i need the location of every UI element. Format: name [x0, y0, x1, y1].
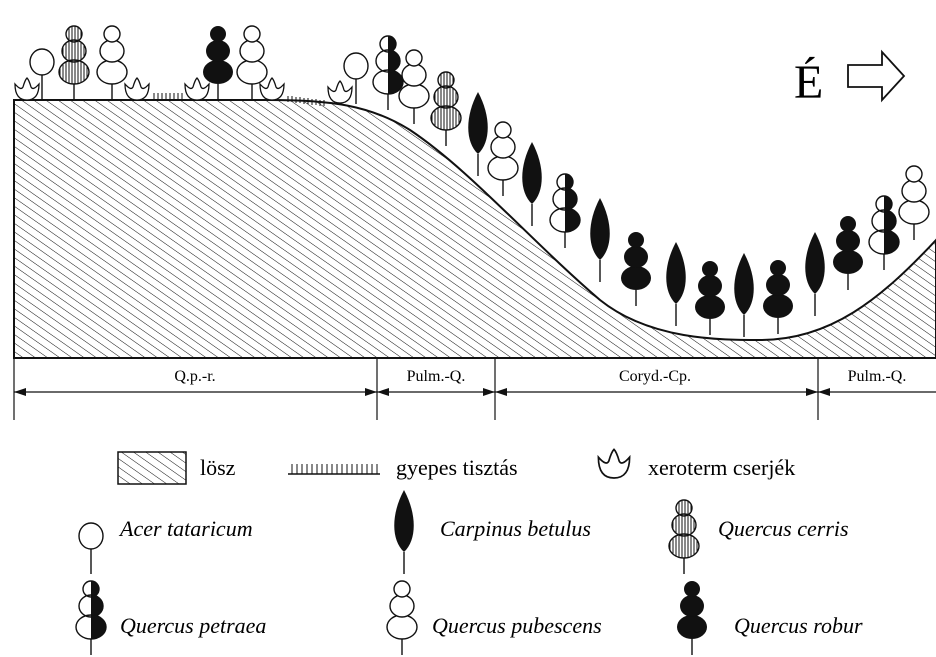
pubescens-tree: [398, 49, 430, 125]
legend-species-label: Quercus cerris: [718, 516, 849, 541]
shrub-icon: [597, 448, 631, 479]
carpinus-tree: [589, 197, 611, 283]
petraea-tree: [869, 196, 899, 270]
carpinus-tree: [804, 231, 826, 317]
pubescens-tree: [96, 25, 128, 101]
legend-species-label: Quercus pubescens: [432, 613, 602, 638]
hatched-box-icon: [117, 451, 187, 485]
grass-line-icon: [288, 464, 380, 475]
xerotherm-shrub: [259, 77, 285, 101]
legend-species-label: Quercus robur: [734, 613, 863, 638]
zone-label: Coryd.-Cp.: [619, 368, 691, 385]
cerris-tree-icon: [668, 499, 700, 575]
legend-species-label: Carpinus betulus: [440, 516, 591, 541]
xerotherm-shrub: [327, 80, 353, 104]
legend-species-label: Acer tataricum: [118, 516, 253, 541]
robur-tree: [620, 231, 652, 307]
grassland-clearing-marks: [152, 93, 325, 106]
pubescens-tree: [487, 121, 519, 197]
legend-grassland-label: gyepes tisztás: [396, 455, 518, 480]
robur-tree-icon: [676, 580, 708, 656]
north-indicator: É: [794, 49, 906, 109]
zone-label: Pulm.-Q.: [407, 368, 466, 385]
xerotherm-shrub: [184, 77, 210, 101]
robur-tree: [762, 259, 794, 335]
xerotherm-shrub: [124, 77, 150, 101]
petraea-tree-icon: [76, 581, 106, 655]
legend: lösz gyepes tisztás xeroterm cserjék Ace…: [76, 448, 863, 656]
xerotherm-shrub: [14, 77, 40, 101]
arrow-right-icon: [847, 49, 906, 103]
petraea-tree: [550, 174, 580, 248]
north-letter: É: [794, 56, 823, 109]
legend-loess-label: lösz: [200, 455, 236, 480]
cerris-tree: [430, 71, 462, 147]
loess-terrain: [13, 99, 936, 359]
pubescens-tree: [898, 165, 930, 241]
zone-scale: [13, 358, 936, 420]
robur-tree: [832, 215, 864, 291]
pubescens-tree-icon: [386, 580, 418, 656]
acer-tree-icon: [78, 522, 104, 575]
legend-shrub-label: xeroterm cserjék: [648, 455, 795, 480]
zone-label: Pulm.-Q.: [848, 368, 907, 385]
robur-tree: [694, 260, 726, 336]
zone-labels: Q.p.-r. Pulm.-Q. Coryd.-Cp. Pulm.-Q.: [150, 360, 936, 386]
carpinus-tree: [521, 141, 543, 227]
cerris-tree: [58, 25, 90, 101]
carpinus-tree: [733, 252, 755, 338]
carpinus-tree: [665, 241, 687, 327]
petraea-tree: [373, 36, 403, 110]
zone-label: Q.p.-r.: [174, 368, 215, 385]
legend-species-label: Quercus petraea: [120, 613, 266, 638]
carpinus-tree: [467, 91, 489, 177]
carpinus-tree-icon: [393, 489, 415, 575]
